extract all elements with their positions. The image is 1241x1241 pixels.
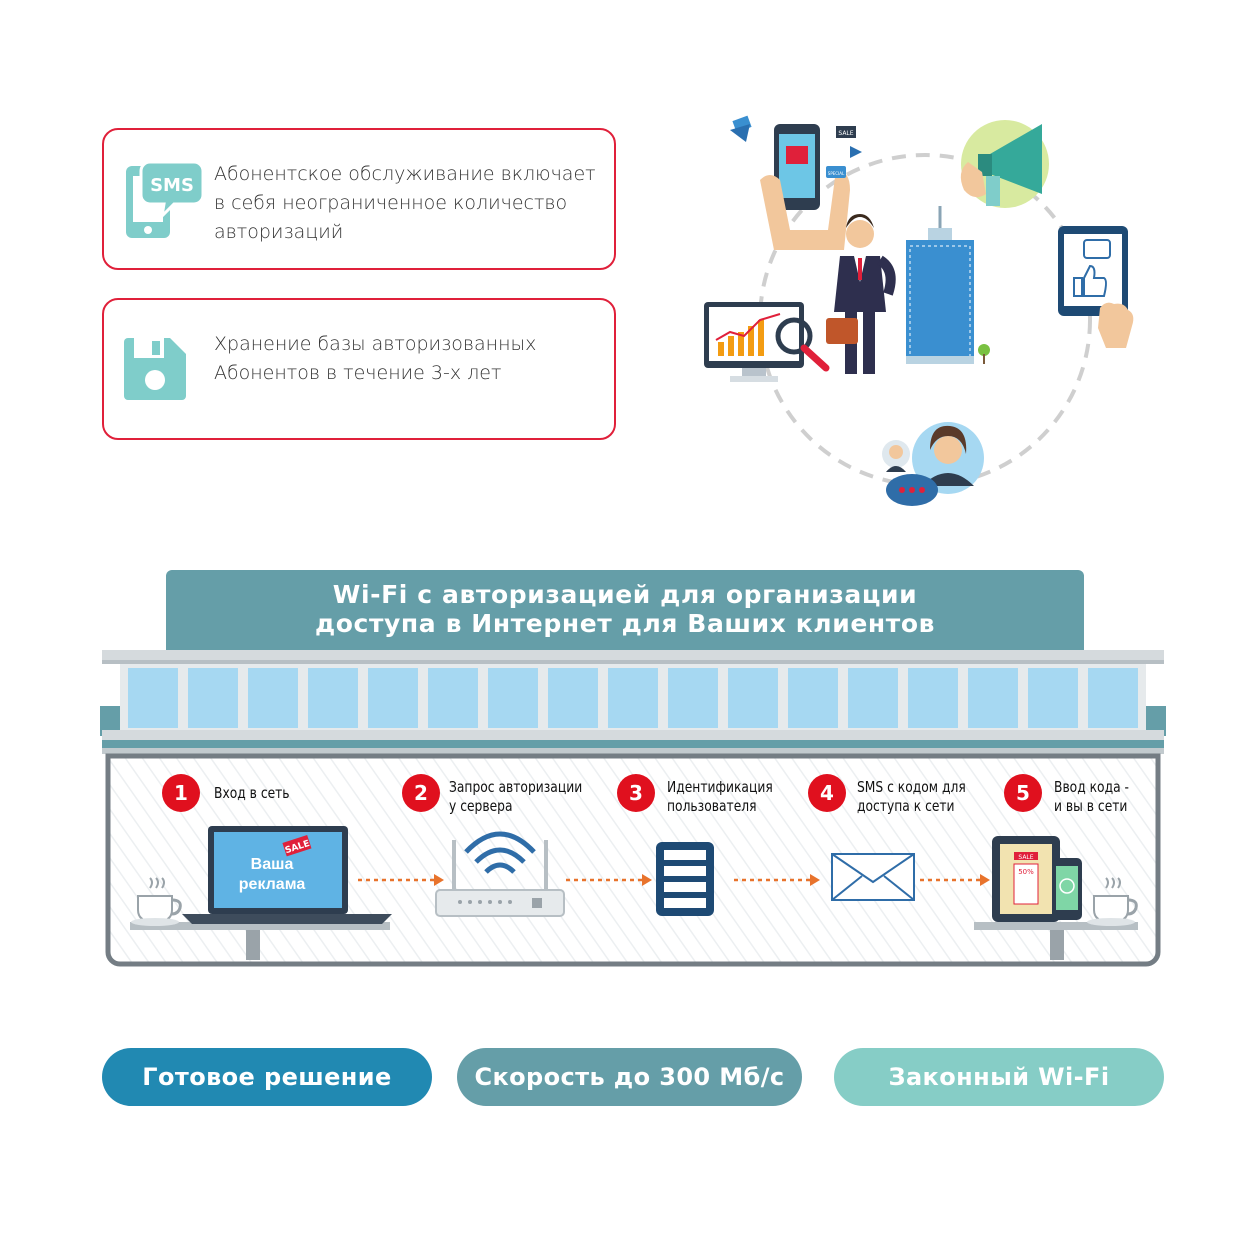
- step-5-number: 5: [1004, 774, 1042, 812]
- step-2-number: 2: [402, 774, 440, 812]
- feature-text-authorizations: Абонентское обслуживание включает в себя…: [214, 163, 596, 243]
- flow-arrows: [358, 874, 990, 886]
- people-chat-icon: [882, 422, 984, 506]
- left-table: [130, 922, 390, 930]
- business-cycle-illustration: SALE SPECIAL: [704, 115, 1134, 506]
- feature-card-storage: Хранение базы авторизованных Абонентов в…: [102, 298, 616, 440]
- tablet-phone-icon: SALE 50%: [992, 836, 1082, 922]
- feature-text-storage: Хранение базы авторизованных Абонентов в…: [214, 333, 537, 384]
- storefront-window: [368, 668, 418, 728]
- storefront-window: [788, 668, 838, 728]
- sms-phone-icon: SMS: [124, 158, 205, 246]
- step-1-label: Вход в сеть: [214, 784, 290, 802]
- storefront-window: [428, 668, 478, 728]
- tablet-sale-tag: SALE: [1018, 854, 1033, 861]
- storefront-window: [668, 668, 718, 728]
- storefront-window: [608, 668, 658, 728]
- dashed-cycle-circle: [758, 153, 1092, 487]
- storefront-window: [1088, 668, 1138, 728]
- server-icon: [656, 842, 714, 916]
- storefront-window: [728, 668, 778, 728]
- step-1-number: 1: [162, 774, 200, 812]
- megaphone-icon: [960, 120, 1049, 208]
- analytics-monitor-icon: [704, 302, 830, 382]
- pill-speed: Скорость до 300 Мб/с: [457, 1048, 802, 1106]
- ad-text-line-2: реклама: [239, 876, 306, 893]
- step-5-label: Ввод кода - и вы в сети: [1054, 778, 1129, 815]
- banner-line-1: Wi-Fi с авторизацией для организации: [332, 580, 918, 609]
- storefront-window: [1028, 668, 1078, 728]
- floppy-disk-icon: [124, 338, 186, 404]
- right-table: [974, 922, 1138, 930]
- wifi-router-icon: [435, 831, 565, 917]
- skyscraper-icon: [906, 206, 990, 364]
- step-4-label: SMS с кодом для доступа к сети: [857, 778, 966, 815]
- feature-card-authorizations: SMS Абонентское обслуживание включает в …: [102, 128, 616, 270]
- storefront-window: [908, 668, 958, 728]
- step-4-number: 4: [808, 774, 846, 812]
- tablet-like-icon: [1058, 226, 1134, 348]
- phone-sale-tag: SALE: [838, 130, 853, 137]
- storefront-window: [188, 668, 238, 728]
- storefront-scene: SALE Ваша реклама: [100, 650, 1166, 967]
- coffee-cup-left-icon: [131, 877, 182, 926]
- banner-line-2: доступа в Интернет для Ваших клиентов: [314, 609, 936, 638]
- coffee-cup-right-icon: [1087, 877, 1138, 926]
- step-3-number: 3: [617, 774, 655, 812]
- storefront-window: [488, 668, 538, 728]
- sms-icon-text: SMS: [150, 175, 194, 196]
- storefront-windows: [128, 668, 1138, 728]
- ad-text-line-1: Ваша: [251, 856, 294, 873]
- storefront-window: [248, 668, 298, 728]
- pill-legal-wifi: Законный Wi-Fi: [834, 1048, 1164, 1106]
- phone-special-tag: SPECIAL: [828, 171, 845, 176]
- wifi-authorization-banner: Wi-Fi с авторизацией для организации дос…: [166, 570, 1084, 652]
- envelope-icon: [831, 853, 915, 901]
- tablet-discount: 50%: [1018, 868, 1034, 876]
- laptop-icon: SALE Ваша реклама: [182, 826, 392, 924]
- businessman-icon: [826, 214, 896, 374]
- step-2-label: Запрос авторизации у сервера: [449, 778, 583, 815]
- storefront-window: [128, 668, 178, 728]
- storefront-window: [308, 668, 358, 728]
- storefront-window: [968, 668, 1018, 728]
- step-3-label: Идентификация пользователя: [667, 778, 773, 815]
- hand-phone-icon: SALE SPECIAL: [730, 115, 862, 250]
- storefront-window: [848, 668, 898, 728]
- pill-ready-solution: Готовое решение: [102, 1048, 432, 1106]
- storefront-window: [548, 668, 598, 728]
